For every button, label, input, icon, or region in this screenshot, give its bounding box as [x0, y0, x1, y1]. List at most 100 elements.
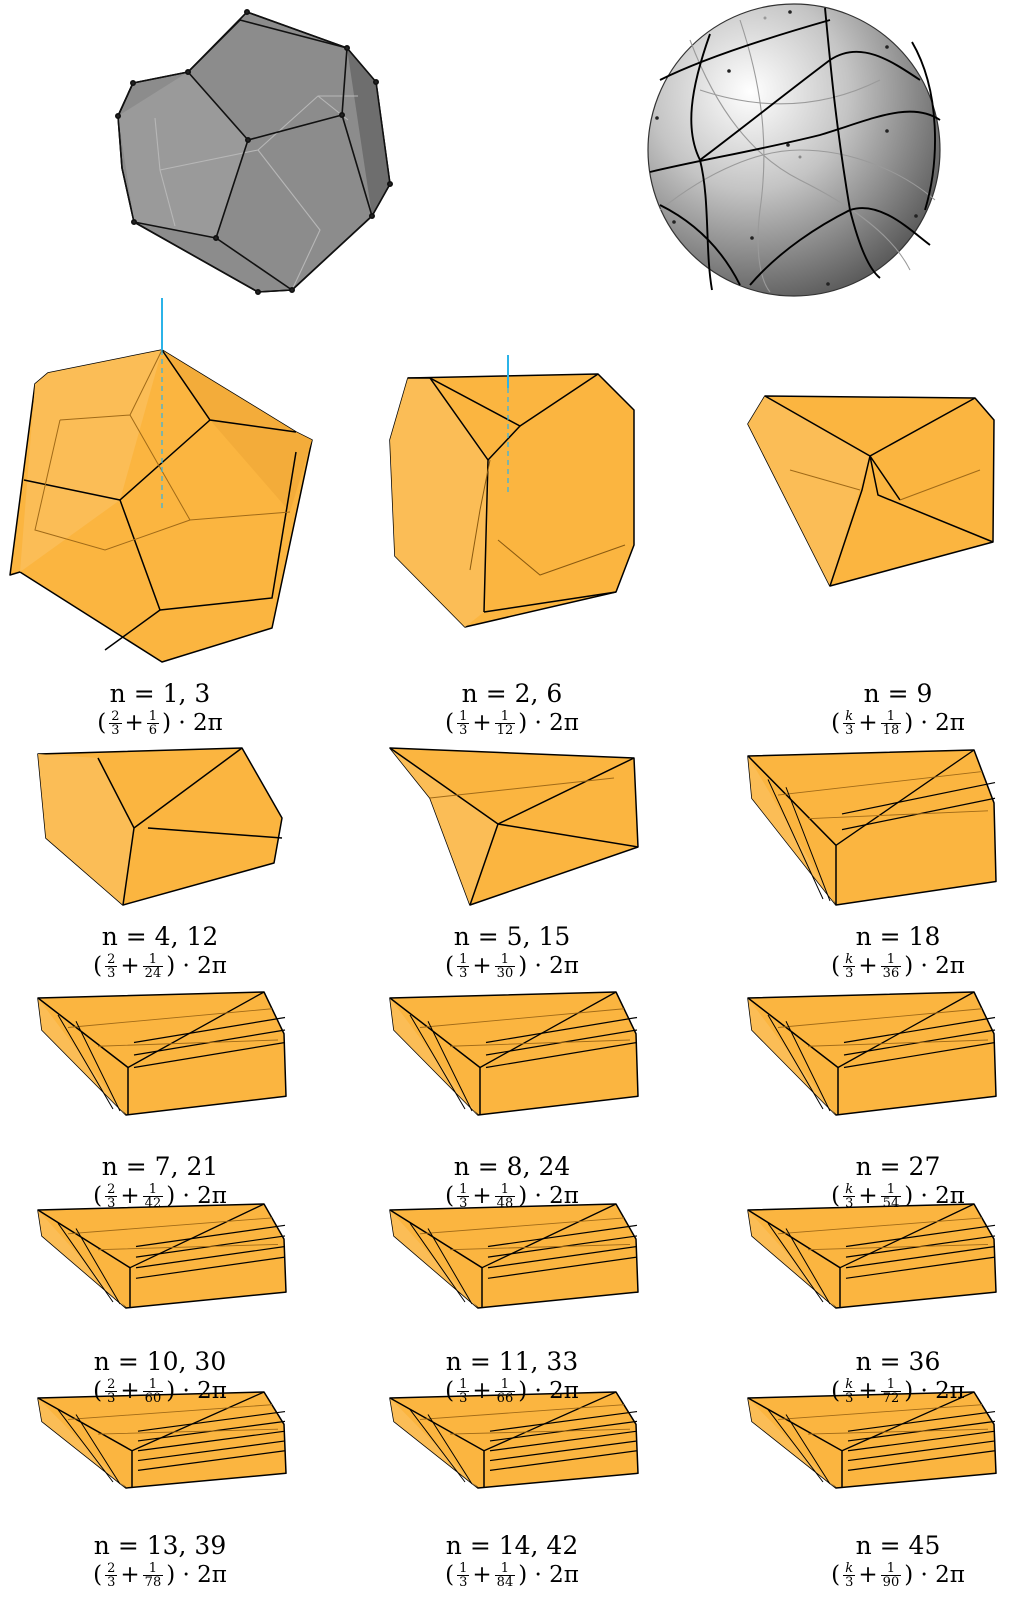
n-label: n = 45 [748, 1532, 1022, 1560]
fraction-b-numerator: 1 [885, 710, 897, 723]
angle-formula: (23+178) · 2π [10, 1560, 310, 1590]
n-label: n = 18 [748, 923, 1022, 951]
fraction-b-denominator: 36 [881, 966, 902, 980]
solid-panel-9 [38, 1204, 286, 1308]
fraction-a-denominator: 3 [109, 723, 121, 737]
fraction-b-numerator: 1 [147, 1378, 159, 1391]
fraction-a-numerator: 1 [457, 1378, 469, 1391]
fraction-b-denominator: 78 [143, 1575, 164, 1589]
angle-formula: (k3+118) · 2π [748, 708, 1022, 738]
formula-open-paren: ( [93, 951, 102, 981]
plus-sign: + [120, 1560, 139, 1590]
plus-sign: + [120, 1376, 139, 1406]
formula-tail: ) · 2π [904, 1376, 965, 1406]
plus-sign: + [858, 951, 877, 981]
fraction-a-denominator: 3 [105, 1575, 117, 1589]
plus-sign: + [472, 1376, 491, 1406]
formula-open-paren: ( [445, 708, 454, 738]
plus-sign: + [858, 708, 877, 738]
angle-formula: (k3+154) · 2π [748, 1181, 1022, 1211]
fraction-a-denominator: 3 [457, 1196, 469, 1210]
plus-sign: + [120, 951, 139, 981]
fraction-b-numerator: 1 [499, 710, 511, 723]
fraction-b-denominator: 42 [143, 1196, 164, 1210]
formula-open-paren: ( [831, 1560, 840, 1590]
fraction-b-numerator: 1 [147, 710, 159, 723]
fraction-b-numerator: 1 [499, 1378, 511, 1391]
formula-tail: ) · 2π [166, 1181, 227, 1211]
fraction-b: 124 [143, 953, 164, 980]
n-label: n = 10, 30 [10, 1348, 310, 1376]
fraction-a: k3 [843, 953, 855, 980]
formula-tail: ) · 2π [518, 951, 579, 981]
plus-sign: + [858, 1181, 877, 1211]
n-label: n = 9 [748, 680, 1022, 708]
angle-formula: (13+166) · 2π [362, 1376, 662, 1406]
fraction-b-denominator: 90 [881, 1575, 902, 1589]
fraction-b-numerator: 1 [885, 1562, 897, 1575]
fraction-b: 172 [881, 1378, 902, 1405]
fraction-b-numerator: 1 [499, 1562, 511, 1575]
fraction-a: 23 [105, 1562, 117, 1589]
formula-tail: ) · 2π [904, 1560, 965, 1590]
solid-panel-10 [390, 1204, 638, 1308]
fraction-b-numerator: 1 [499, 953, 511, 966]
plus-sign: + [472, 1560, 491, 1590]
formula-tail: ) · 2π [518, 1560, 579, 1590]
fraction-b-denominator: 72 [881, 1391, 902, 1405]
fraction-b-numerator: 1 [147, 1562, 159, 1575]
fraction-a-numerator: k [843, 1183, 855, 1196]
fraction-a-numerator: 2 [109, 710, 121, 723]
n-label: n = 36 [748, 1348, 1022, 1376]
gray-dodecahedron [116, 10, 392, 294]
n-label: n = 4, 12 [10, 923, 310, 951]
fraction-a-denominator: 3 [457, 723, 469, 737]
fraction-a-numerator: 2 [105, 953, 117, 966]
formula-open-paren: ( [831, 951, 840, 981]
fraction-b-denominator: 18 [881, 723, 902, 737]
fraction-a-denominator: 3 [843, 1391, 855, 1405]
fraction-a-numerator: 2 [105, 1378, 117, 1391]
angle-formula: (13+184) · 2π [362, 1560, 662, 1590]
fraction-a-numerator: 2 [105, 1183, 117, 1196]
n-label: n = 2, 6 [362, 680, 662, 708]
formula-tail: ) · 2π [518, 708, 579, 738]
fraction-b-numerator: 1 [499, 1183, 511, 1196]
formula-tail: ) · 2π [518, 1376, 579, 1406]
fraction-a-numerator: k [843, 710, 855, 723]
formula-tail: ) · 2π [518, 1181, 579, 1211]
formula-tail: ) · 2π [162, 708, 223, 738]
n-label: n = 5, 15 [362, 923, 662, 951]
solid-panel-1 [390, 355, 634, 627]
formula-tail: ) · 2π [166, 1376, 227, 1406]
plus-sign: + [858, 1376, 877, 1406]
n-label: n = 14, 42 [362, 1532, 662, 1560]
fraction-a-numerator: 1 [457, 1183, 469, 1196]
formula-open-paren: ( [93, 1181, 102, 1211]
angle-formula: (k3+172) · 2π [748, 1376, 1022, 1406]
fraction-a-denominator: 3 [843, 1196, 855, 1210]
fraction-b-denominator: 48 [495, 1196, 516, 1210]
solid-panel-0 [10, 298, 312, 662]
fraction-b-numerator: 1 [885, 953, 897, 966]
fraction-a: 13 [457, 1562, 469, 1589]
fraction-a-denominator: 3 [457, 1575, 469, 1589]
n-label: n = 27 [748, 1153, 1022, 1181]
plus-sign: + [472, 1181, 491, 1211]
